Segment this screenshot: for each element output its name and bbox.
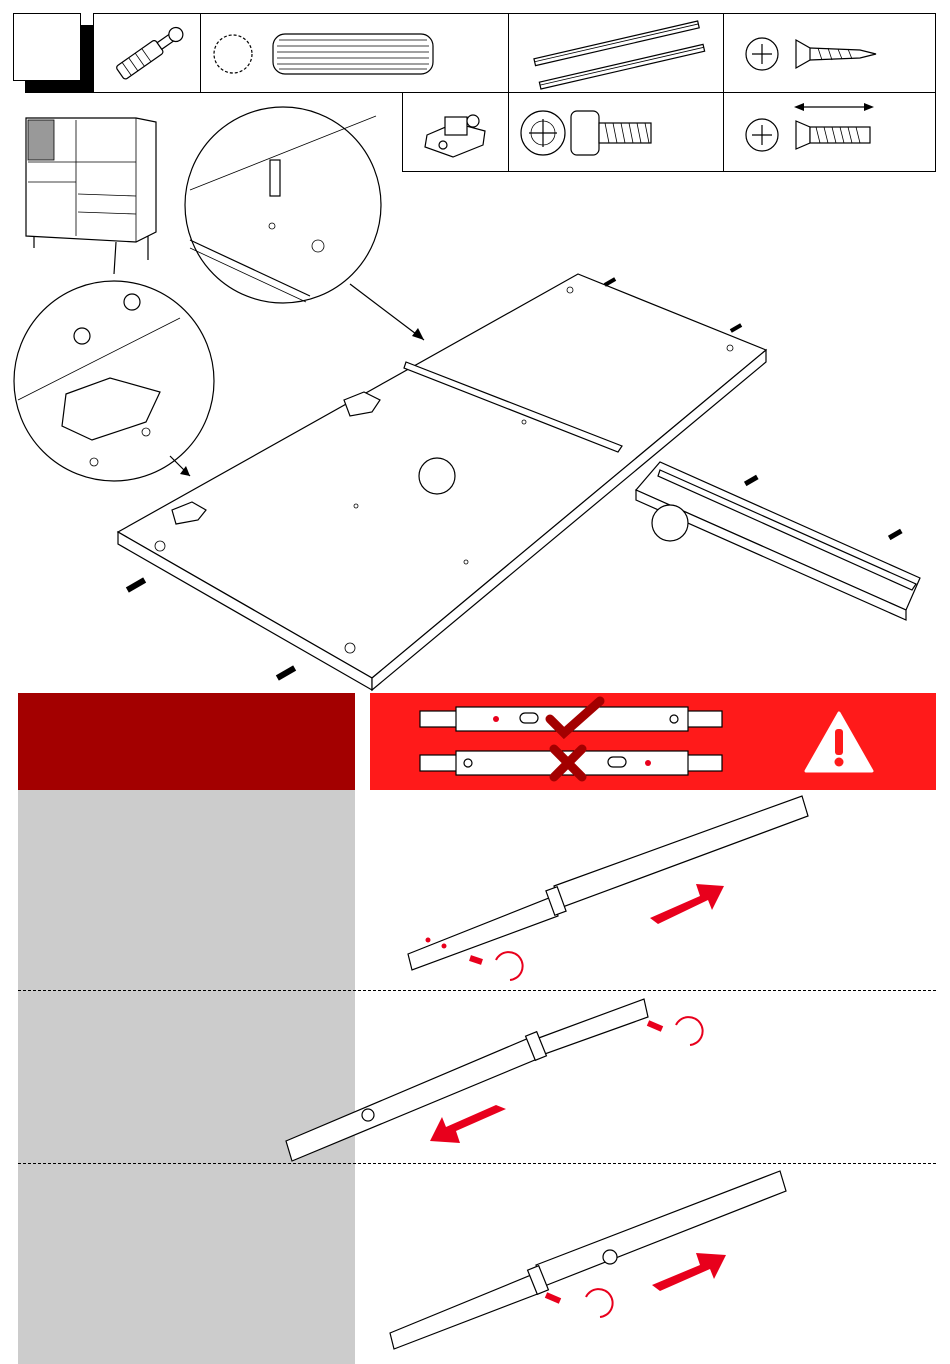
- warning-right-header: [370, 693, 936, 790]
- cross-icon: [550, 745, 590, 785]
- runner-step-1: [370, 790, 936, 990]
- hardware-cell-wood-dowel: [200, 13, 509, 93]
- side-rail-label-circle: [652, 505, 688, 541]
- cam-dowel-icon: [94, 14, 202, 94]
- drawer-runner-pair-icon: [509, 14, 725, 94]
- step-separator: [18, 990, 936, 991]
- hardware-cell-cam-dowel: [93, 13, 201, 93]
- runner-step-2: [280, 995, 936, 1165]
- step-number-box: [13, 13, 93, 93]
- exploded-panel-drawing: [0, 100, 950, 695]
- wood-dowel-icon: [201, 14, 510, 94]
- warning-triangle-icon: [804, 711, 874, 775]
- hardware-cell-drawer-runners: [508, 13, 724, 93]
- countersunk-screw-icon: [724, 14, 937, 94]
- runner-step-3: [370, 1165, 936, 1364]
- warning-left-header: [18, 693, 355, 790]
- arrow-right-icon: [650, 884, 724, 924]
- hardware-cell-countersunk-screw: [723, 13, 936, 93]
- arrow-left-icon: [430, 1105, 506, 1143]
- checkmark-icon: [546, 699, 606, 739]
- main-panel-label-circle: [419, 458, 455, 494]
- arrow-right-icon: [652, 1253, 726, 1291]
